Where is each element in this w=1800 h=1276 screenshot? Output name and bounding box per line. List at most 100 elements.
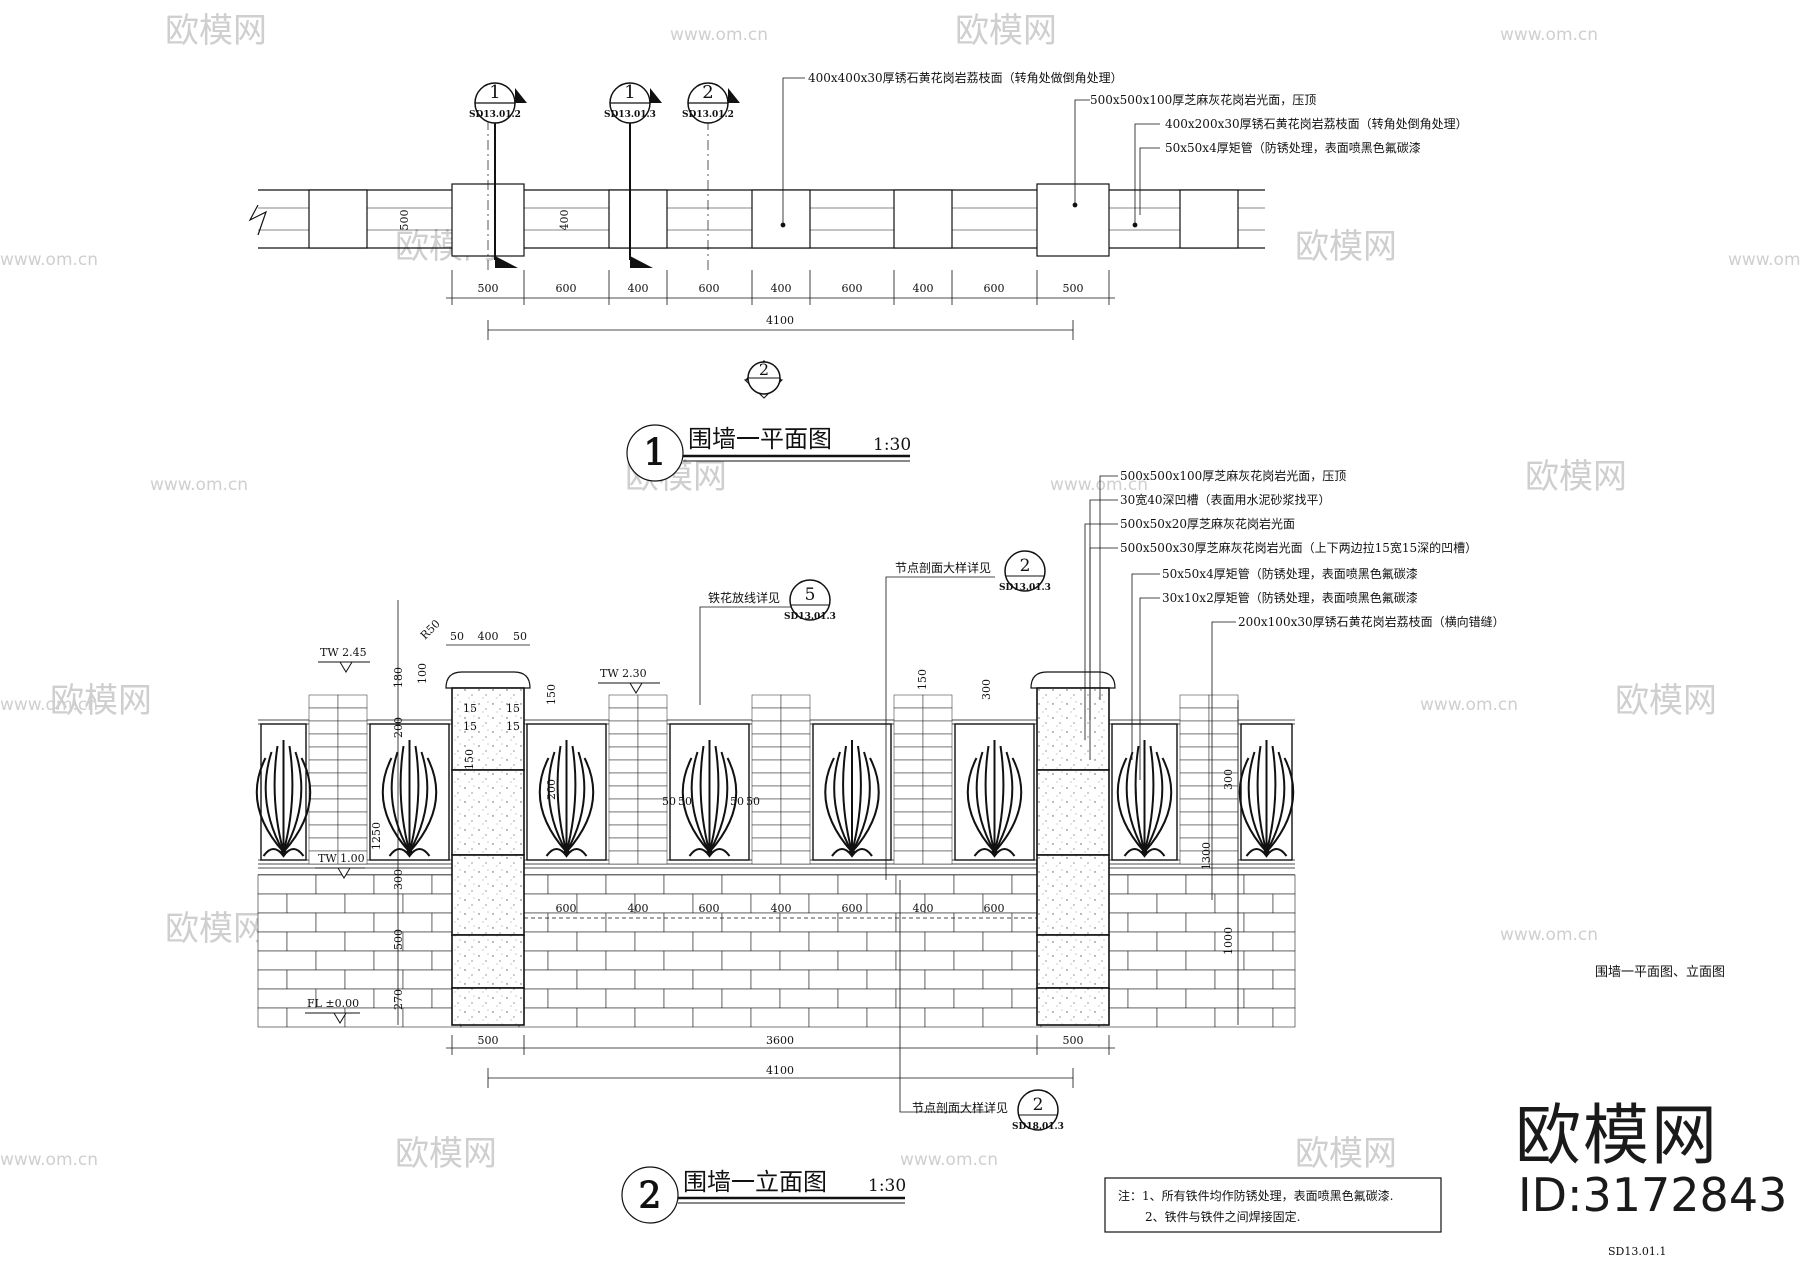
pilaster-brick	[637, 759, 668, 774]
leaf-stroke	[1247, 751, 1268, 853]
leaf-stroke	[1265, 757, 1295, 853]
pilaster-brick	[337, 759, 368, 774]
elev-mid-dim-6: 600	[984, 902, 1005, 915]
brick	[634, 1007, 694, 1028]
pilaster-brick	[637, 720, 668, 735]
brick	[808, 1007, 868, 1028]
brick	[1156, 931, 1216, 952]
plan-marker-1-num: 1	[489, 82, 500, 103]
brick	[547, 950, 607, 971]
pilaster-brick	[637, 837, 668, 852]
center-boss	[849, 849, 855, 855]
pilaster-brick	[1179, 707, 1210, 722]
brick	[286, 969, 346, 990]
level-markers: TW 2.45 TW 2.30 TW 1.00 FL ±0.00	[305, 646, 660, 1024]
plan-marker-2-num: 1	[624, 82, 635, 103]
leaf-stroke	[1256, 745, 1268, 853]
pilaster-brick	[751, 720, 782, 735]
leaf-stroke	[273, 745, 285, 853]
brick	[547, 874, 607, 895]
brick	[721, 912, 781, 933]
brick	[315, 874, 375, 895]
plan-dim-2: 400	[628, 282, 649, 295]
node-detail-top-num: 2	[1020, 556, 1031, 576]
leaf-stroke	[556, 745, 568, 853]
pilaster-brick	[780, 733, 811, 748]
elevation-title-block: 2 围墙一立面图 1:30	[621, 1166, 906, 1224]
iron-detail-ref-text: SD13.01.3	[784, 612, 836, 622]
brick	[895, 912, 955, 933]
brick	[663, 950, 723, 971]
brick	[286, 893, 346, 914]
brick	[605, 988, 665, 1009]
brick	[344, 893, 404, 914]
brick	[344, 969, 404, 990]
pilaster-brick	[308, 694, 339, 709]
plan-marker-2-ref: SD13.01.3	[604, 110, 656, 120]
granite-block	[1036, 987, 1110, 1026]
elev-misc-5: 150	[545, 684, 558, 705]
pilaster-brick	[751, 811, 782, 826]
elev-inner-4: 15	[506, 702, 520, 715]
brick	[924, 969, 984, 990]
brick	[1185, 950, 1245, 971]
pilaster-brick	[337, 824, 368, 839]
leaf-stroke	[408, 757, 438, 853]
pilaster-brick	[1208, 837, 1239, 852]
pilaster-brick	[893, 785, 924, 800]
elev-callout-4: 500x500x30厚芝麻灰花岗岩光面（上下两边拉15宽15深的凹槽）	[1120, 540, 1477, 555]
plan-marker-1-ref: SD13.01.2	[469, 110, 521, 120]
pilaster-brick	[1179, 811, 1210, 826]
scroll-ornament	[262, 848, 305, 858]
iron-panel	[1111, 723, 1178, 861]
plan-overall: 4100	[766, 314, 794, 327]
pilaster-brick	[780, 772, 811, 787]
pilaster-brick	[922, 759, 953, 774]
iron-panel	[669, 723, 750, 861]
brick	[721, 950, 781, 971]
scroll-ornament	[831, 848, 873, 858]
pilaster-brick	[1179, 733, 1210, 748]
pilaster-brick	[780, 759, 811, 774]
pilaster-brick	[337, 772, 368, 787]
brand-id: ID:3172843	[1518, 1168, 1788, 1222]
leaf-stroke	[681, 757, 711, 853]
brick	[257, 893, 288, 914]
elev-overall: 4100	[766, 1064, 794, 1077]
granite-block	[451, 987, 525, 1026]
watermark-url: www.om.cn	[1500, 25, 1598, 45]
brick	[257, 874, 317, 895]
pilaster-brick	[780, 720, 811, 735]
brick	[257, 969, 288, 990]
pilaster-brick	[922, 850, 953, 865]
leaf-stroke	[408, 751, 429, 853]
iron-panel	[1238, 723, 1295, 861]
pilaster-brick	[780, 785, 811, 800]
leaf-stroke	[1134, 745, 1146, 853]
granite-block	[1036, 687, 1110, 771]
elev-callout-6: 30x10x2厚矩管（防锈处理，表面喷黑色氟碳漆	[1162, 590, 1418, 605]
brick	[692, 931, 752, 952]
pilaster-brick	[1208, 720, 1239, 735]
elevation-dim-labels: 500 3600 500 4100 600 400 600 400 600 40…	[370, 617, 1235, 1077]
brick	[1156, 1007, 1216, 1028]
leaf-stroke	[1265, 751, 1286, 853]
pillar-cap	[445, 671, 531, 689]
brick	[895, 874, 955, 895]
leaf-stroke	[966, 757, 996, 853]
pilaster-brick	[922, 746, 953, 761]
pilaster-brick	[637, 733, 668, 748]
watermark-url: www.om.cn	[1500, 925, 1598, 945]
brick	[721, 988, 781, 1009]
pilaster-brick	[308, 785, 339, 800]
scroll-ornament	[688, 848, 731, 858]
leaf-stroke	[851, 757, 880, 853]
plan-elevation-marker: 2	[743, 360, 784, 399]
pilaster-brick	[893, 811, 924, 826]
leaf-stroke	[851, 745, 862, 853]
pilaster-brick	[608, 759, 639, 774]
pilaster-brick	[780, 798, 811, 813]
elev-misc-3: 50	[746, 795, 760, 808]
pilaster-brick	[637, 811, 668, 826]
brick	[1127, 912, 1187, 933]
